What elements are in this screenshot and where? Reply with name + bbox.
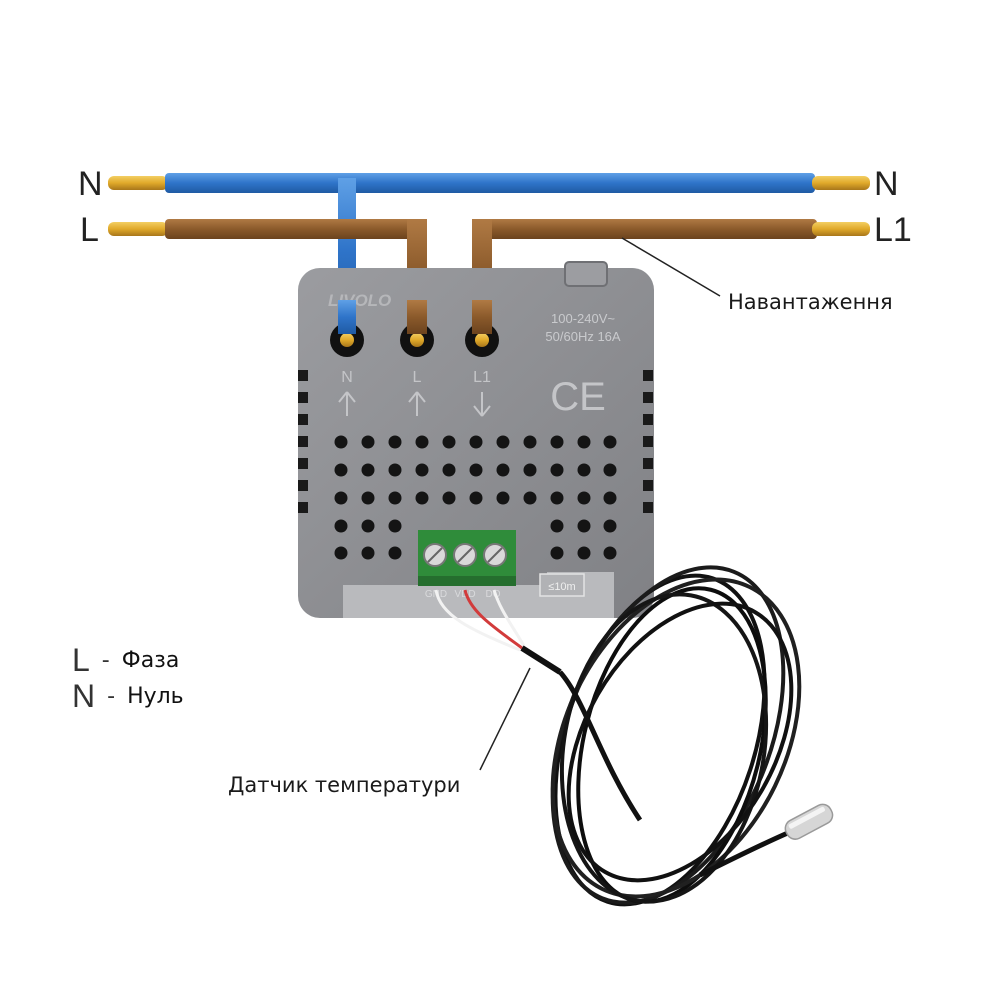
legend-row-neutral: N - Нуль [72,678,184,715]
legend-dash: - [107,684,116,709]
sensor-callout: Датчик температури [228,773,461,797]
vent-hole [361,463,375,477]
vent-hole [361,491,375,505]
rating-line-2: 50/60Hz 16A [545,329,620,344]
temperature-probe [784,803,834,840]
sensor-terminal-dq: DQ [486,589,501,600]
neutral-label-right: N [874,165,899,203]
vent-hole [388,519,402,533]
vent-hole [577,435,591,449]
terminal-arrows [338,391,491,417]
sensor-cable [434,565,834,907]
load-callout-line [621,237,721,297]
side-vent [298,414,308,425]
vent-hole [388,491,402,505]
vent-hole [388,546,402,560]
vent-hole [577,546,591,560]
vent-hole [577,463,591,477]
vent-hole [550,491,564,505]
side-vent [298,370,308,381]
vent-hole [496,491,510,505]
vent-hole [415,435,429,449]
side-vent [643,370,653,381]
vent-hole [603,491,617,505]
load-callout: Навантаження [728,290,893,314]
vent-hole [334,463,348,477]
vent-hole [603,519,617,533]
arrow-down-icon [473,392,491,417]
vent-hole [361,435,375,449]
vent-hole [469,435,483,449]
neutral-copper-right [812,176,870,190]
vent-hole [603,435,617,449]
terminal-label-n: N [341,369,353,386]
side-vent [298,392,308,403]
terminal-label-l1: L1 [473,369,491,386]
vent-hole [496,463,510,477]
vent-hole [603,546,617,560]
ce-mark: CE [550,375,606,419]
legend-key: N [72,678,96,714]
sensor-callout-line [479,667,531,771]
vent-hole [603,463,617,477]
side-vent [298,480,308,491]
arrow-up-icon [408,391,426,416]
legend-text: Фаза [121,648,180,673]
load-label-right: L1 [874,211,912,249]
vent-hole [469,463,483,477]
vent-hole [334,491,348,505]
rating-line-1: 100-240V~ [551,311,615,326]
terminal-label-l: L [413,369,422,386]
legend-key: L [72,642,90,678]
vent-hole [442,491,456,505]
legend-text: Нуль [127,684,184,709]
vent-hole [496,435,510,449]
brand-logo: LIVOLO [328,291,391,310]
vent-hole [334,435,348,449]
side-vent [643,480,653,491]
phase-copper-left [108,222,168,236]
vent-hole [361,546,375,560]
vent-hole [442,435,456,449]
thermostat-module: LIVOLO 100-240V~ 50/60Hz 16A CE N L L1 [298,261,654,618]
vent-hole [523,463,537,477]
neutral-copper-left [108,176,168,190]
side-vent [643,414,653,425]
legend-row-phase: L - Фаза [72,642,179,679]
side-vent [643,458,653,469]
vent-hole [523,435,537,449]
side-vent [643,502,653,513]
side-vent [298,458,308,469]
legend-dash: - [101,648,110,673]
phase-label-left: L [80,211,99,249]
vent-hole [334,546,348,560]
side-vent [643,436,653,447]
side-vent [298,502,308,513]
vent-hole [415,463,429,477]
side-vent [298,436,308,447]
sensor-length-tag: ≤10m [548,581,575,593]
vent-hole [577,519,591,533]
vent-hole [523,491,537,505]
vent-hole [442,463,456,477]
vent-hole [550,546,564,560]
vent-hole [415,491,429,505]
vent-hole [577,491,591,505]
vent-hole [469,491,483,505]
arrow-up-icon [338,391,356,416]
neutral-label-left: N [78,165,103,203]
vent-hole [388,463,402,477]
side-vent [643,392,653,403]
vent-hole [550,435,564,449]
vent-grid [334,435,617,560]
vent-hole [361,519,375,533]
vent-hole [334,519,348,533]
side-vents [298,370,653,513]
vent-hole [550,463,564,477]
load-copper-right [812,222,870,236]
vent-hole [550,519,564,533]
vent-hole [388,435,402,449]
